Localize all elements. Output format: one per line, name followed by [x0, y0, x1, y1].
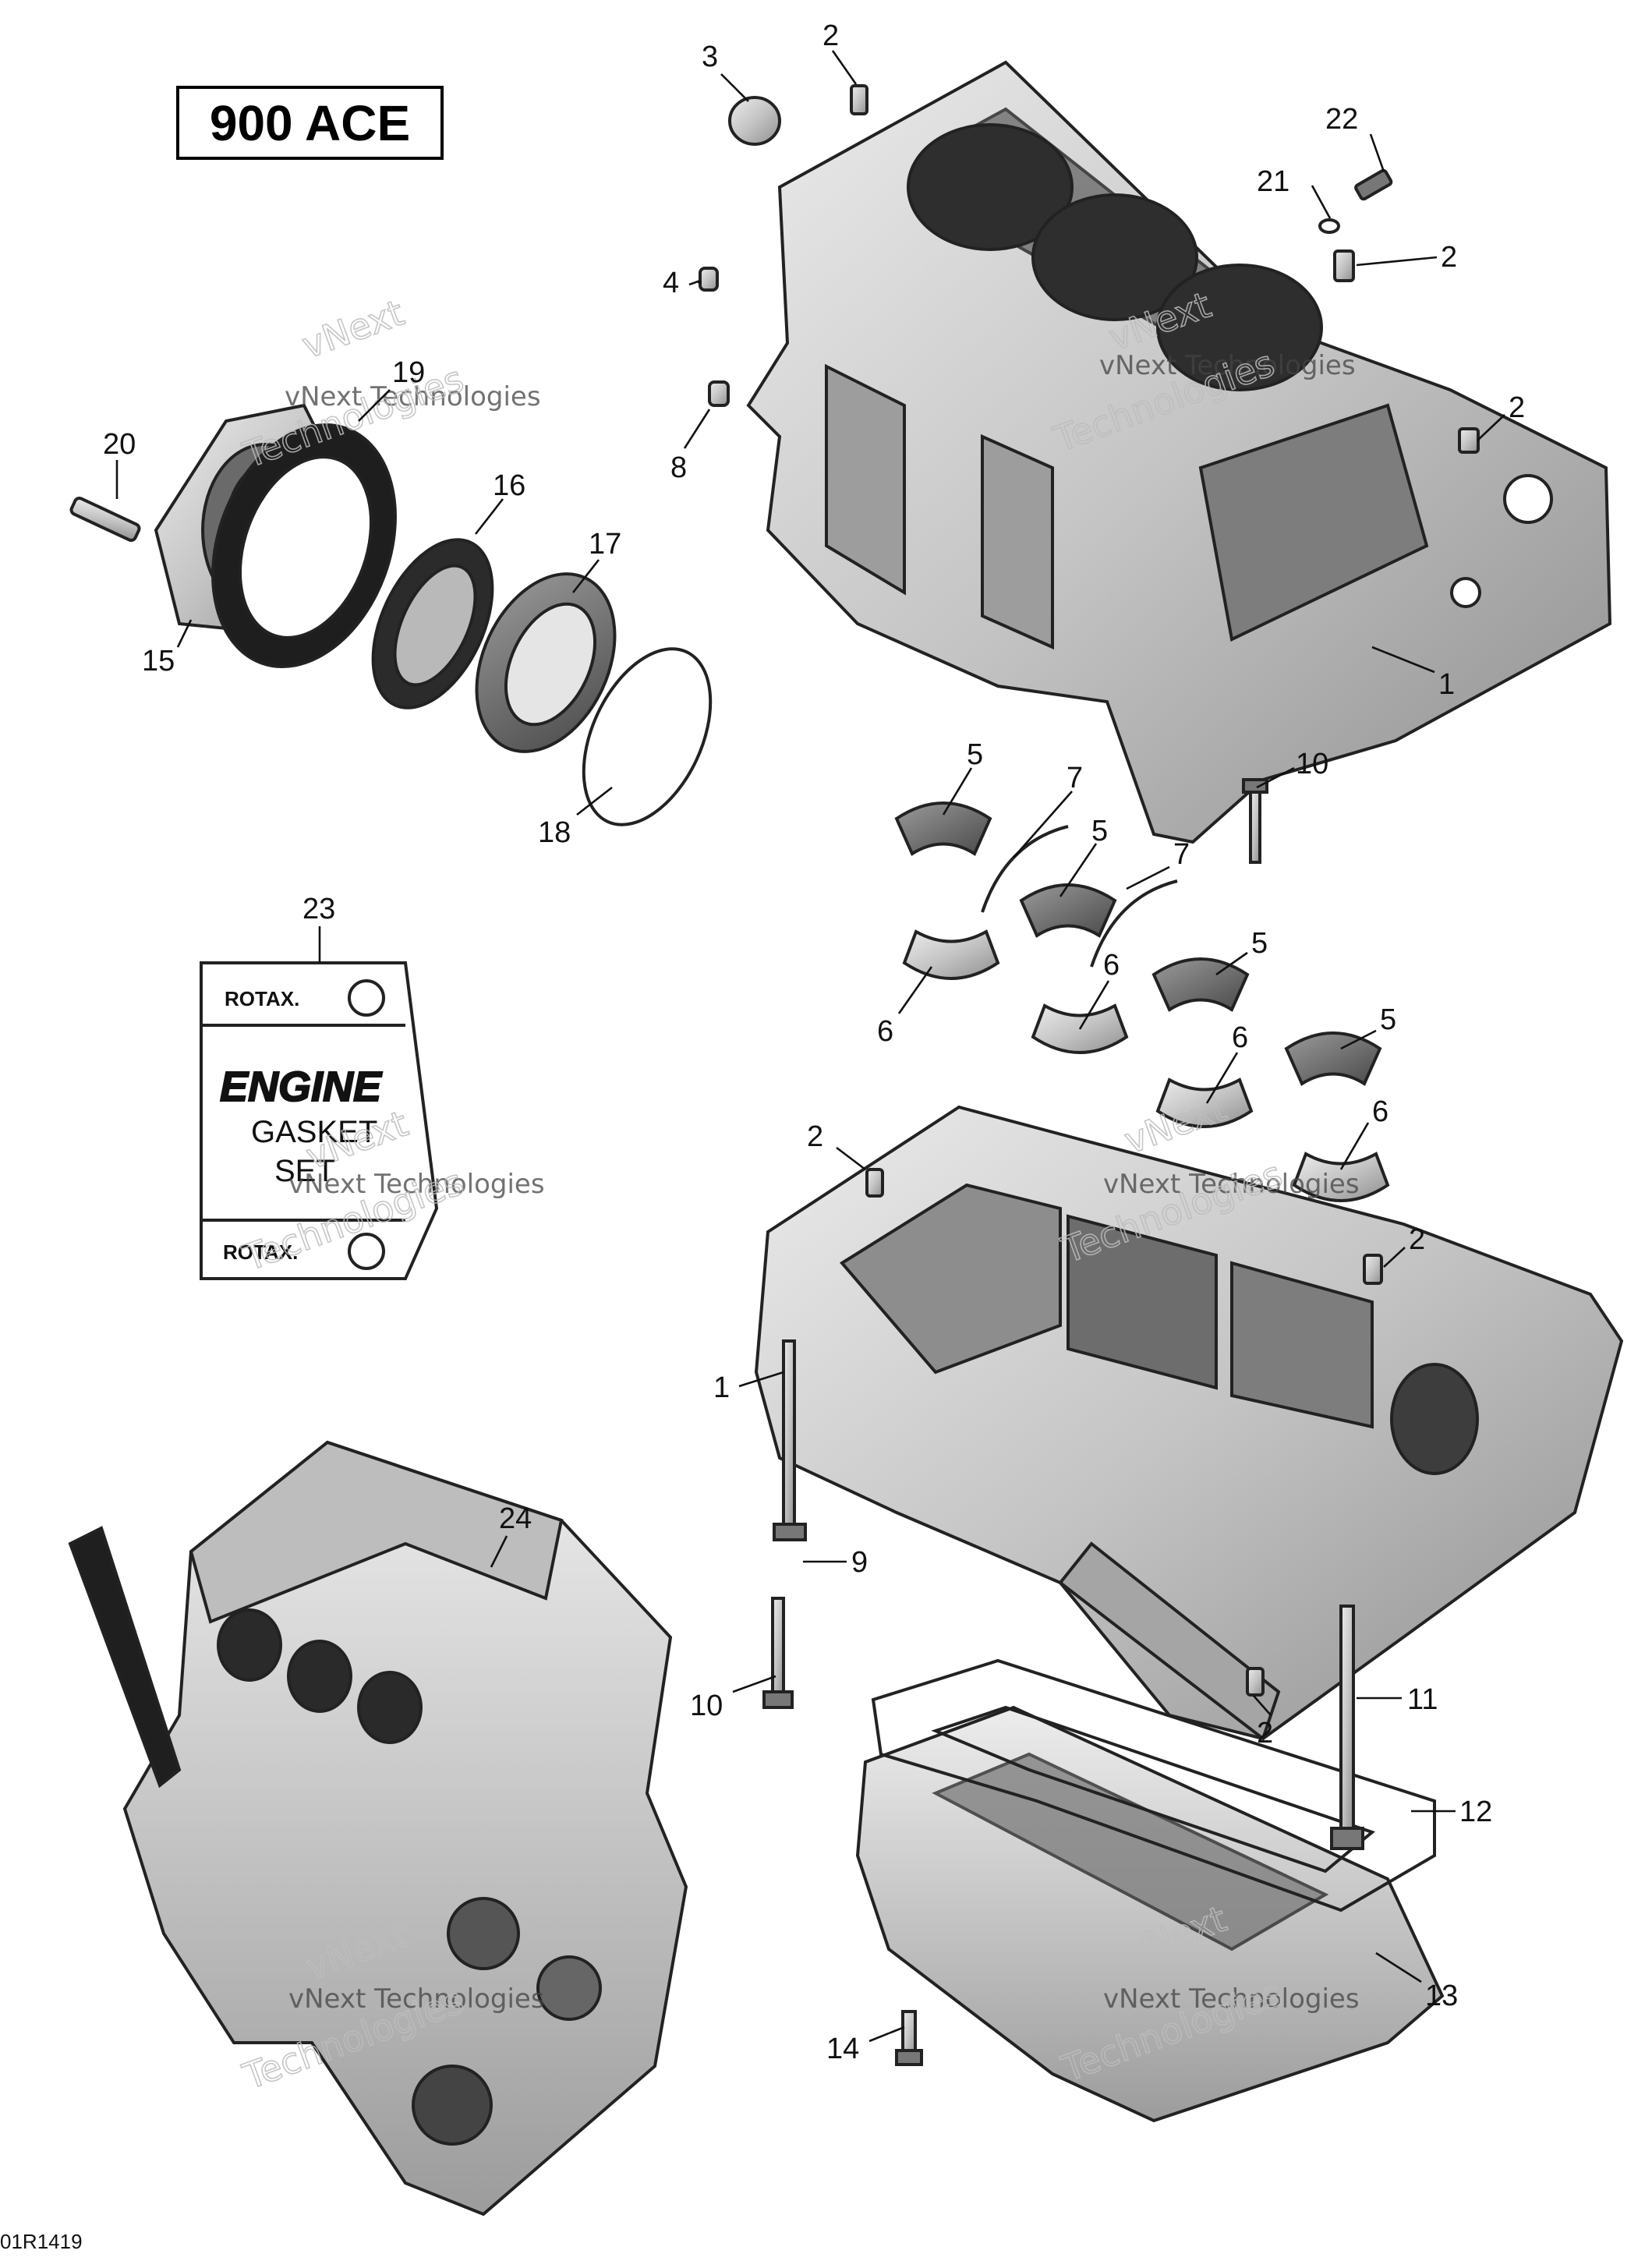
- decal-brand-bottom: ROTAX.: [223, 1240, 298, 1264]
- callout-3: 3: [702, 41, 718, 73]
- callout-19: 19: [392, 356, 425, 389]
- callout-8: 8: [670, 451, 687, 484]
- oil-seal-part: [371, 538, 494, 709]
- callout-18: 18: [538, 816, 571, 849]
- callout-16: 16: [493, 469, 525, 502]
- watermark-text-1: vNext Technologies: [285, 381, 541, 412]
- lower-crankcase-part: [754, 1105, 1624, 1742]
- small-hardware-group: [69, 84, 1480, 2066]
- callout-2-bottom: 2: [1257, 1717, 1273, 1750]
- callout-2-right-1: 2: [1441, 241, 1457, 274]
- callout-24: 24: [499, 1502, 532, 1535]
- watermark-brand-1: vNext: [296, 292, 409, 367]
- leader-lines: [115, 50, 1505, 2043]
- callout-6-d: 6: [1372, 1095, 1388, 1128]
- upper-crankcase-part: [746, 60, 1612, 844]
- callout-5-b: 5: [1091, 815, 1108, 847]
- ball-bearing-part: [475, 572, 617, 753]
- figure-code: 01R1419: [0, 2230, 83, 2253]
- oil-pan-gasket-part: [871, 1658, 1436, 1912]
- engine-assembly-part: [68, 1440, 688, 2217]
- callout-12: 12: [1459, 1796, 1492, 1828]
- callout-13: 13: [1425, 1980, 1458, 2012]
- callout-15: 15: [142, 645, 175, 678]
- diagram-title: 900 ACE: [176, 86, 444, 160]
- watermark-text-2: vNext Technologies: [1099, 350, 1356, 381]
- callout-14: 14: [826, 2033, 859, 2065]
- callout-5-a: 5: [967, 738, 983, 771]
- decal-line-engine: ENGINE: [220, 1063, 383, 1110]
- bearing-halves-group: [894, 801, 1390, 1202]
- callout-6-b: 6: [1103, 949, 1120, 982]
- decal-brand-top: ROTAX.: [225, 987, 299, 1010]
- callout-6-a: 6: [877, 1015, 893, 1048]
- decal-line-gasket: GASKET: [251, 1115, 377, 1149]
- callout-22: 22: [1325, 103, 1358, 136]
- callout-11: 11: [1407, 1683, 1438, 1716]
- callout-5-c: 5: [1251, 927, 1268, 960]
- callout-6-c: 6: [1232, 1021, 1248, 1054]
- watermark-text-6: vNext Technologies: [1103, 1983, 1360, 2015]
- decal-line-set: SET: [274, 1154, 335, 1188]
- callout-21: 21: [1257, 165, 1289, 198]
- callout-10-lower: 10: [690, 1690, 723, 1722]
- callout-2-lower-left: 2: [807, 1120, 823, 1153]
- callout-4: 4: [663, 267, 679, 299]
- callout-5-d: 5: [1380, 1003, 1396, 1036]
- circlip-part: [582, 647, 713, 826]
- watermark-text-5: vNext Technologies: [288, 1983, 545, 2015]
- watermark-text-3: vNext Technologies: [288, 1169, 545, 1200]
- callout-1-lower: 1: [713, 1371, 730, 1404]
- watermark-text-4: vNext Technologies: [1103, 1169, 1360, 1200]
- callout-7-b: 7: [1173, 838, 1190, 871]
- callout-10-upper: 10: [1296, 748, 1328, 780]
- callout-2-lower-right: 2: [1409, 1223, 1425, 1256]
- oil-pan-part: [855, 1705, 1445, 2123]
- callout-labels: 3 2 22 21 2 2 4 8 1 10 5 7 5 7 5 5 6 6 6…: [103, 19, 1525, 2065]
- callout-7-a: 7: [1067, 762, 1083, 794]
- callout-1-upper: 1: [1438, 668, 1455, 701]
- callout-2-top: 2: [822, 19, 839, 52]
- gasket-set-decal: ROTAX. ENGINE GASKET SET ROTAX.: [200, 961, 439, 1280]
- callout-9: 9: [851, 1546, 868, 1579]
- callout-23: 23: [302, 893, 335, 925]
- callout-17: 17: [589, 528, 621, 561]
- callout-20: 20: [103, 428, 136, 461]
- callout-2-right-2: 2: [1509, 391, 1525, 424]
- housing-gasket-part: [211, 423, 397, 668]
